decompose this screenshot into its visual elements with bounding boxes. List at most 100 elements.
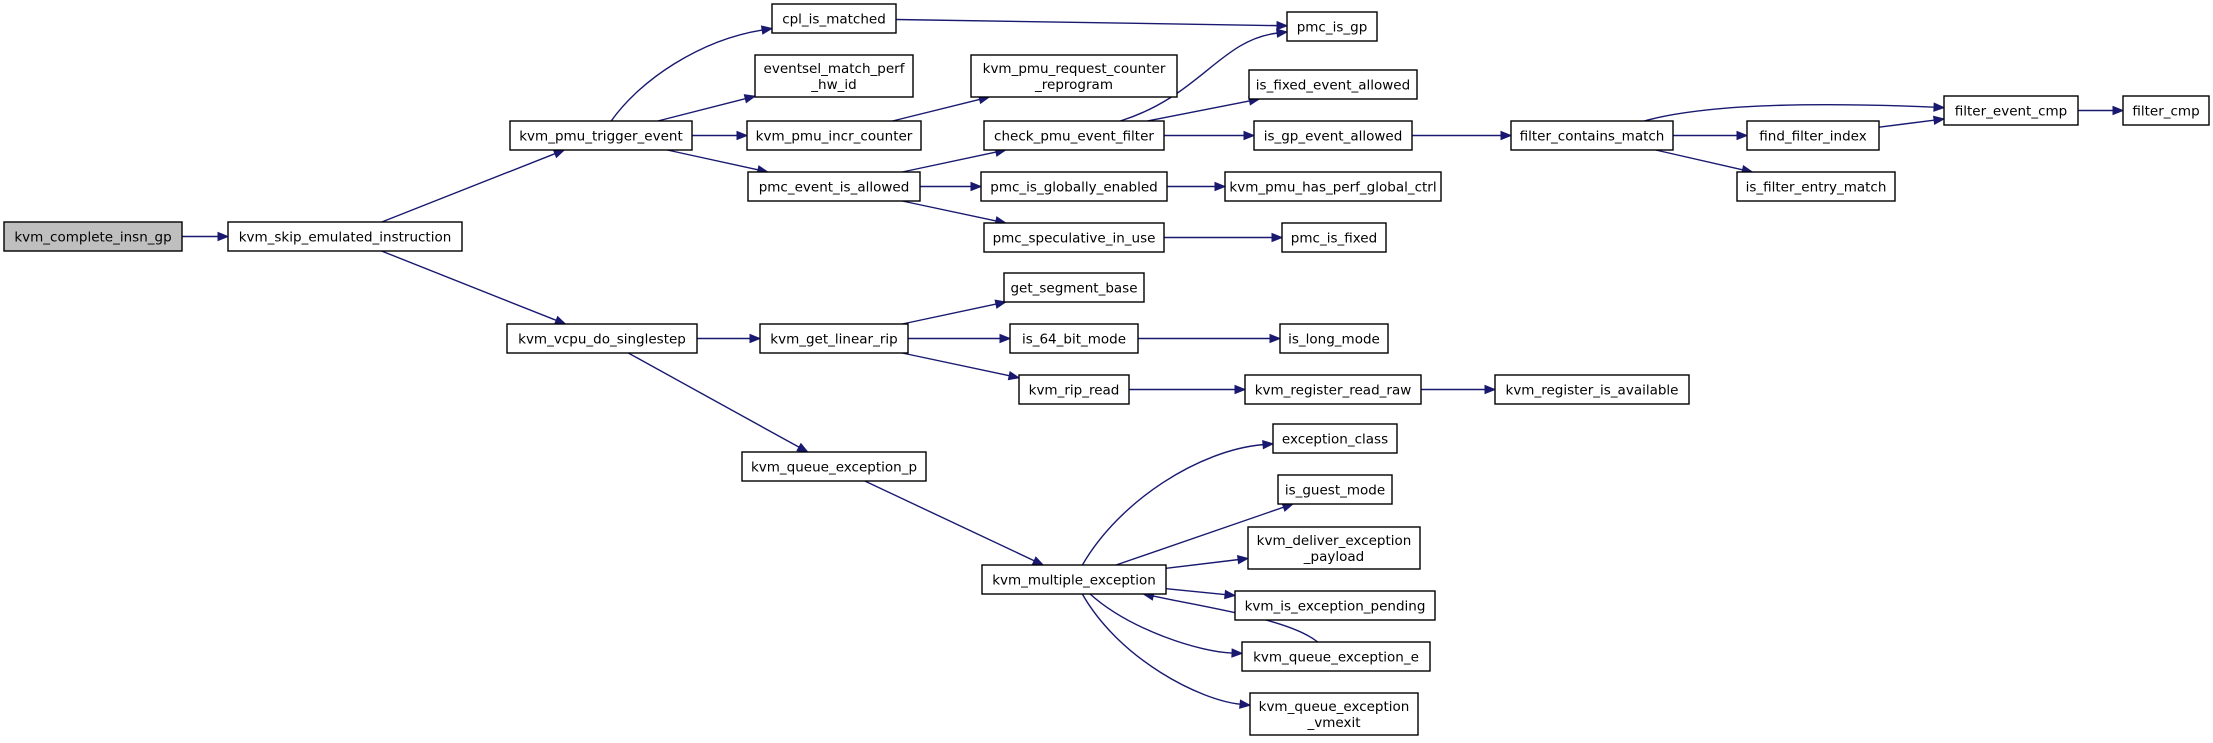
node-kvm_pmu_request_counter_reprogram[interactable]: kvm_pmu_request_counter_reprogram — [970, 54, 1178, 98]
node-box[interactable] — [506, 323, 698, 354]
edge-line — [1081, 443, 1264, 566]
node-kvm_complete_insn_gp[interactable]: kvm_complete_insn_gp — [3, 221, 183, 252]
node-label: kvm_queue_exception_e — [1253, 650, 1419, 666]
edge-line — [902, 200, 997, 222]
node-kvm_queue_exception_e[interactable]: kvm_queue_exception_e — [1241, 641, 1431, 672]
edge-kvm_vcpu_do_singlestep-to-kvm_get_linear_rip — [697, 333, 762, 344]
node-box[interactable] — [759, 323, 909, 354]
node-box[interactable] — [771, 3, 897, 34]
node-box[interactable] — [1241, 641, 1431, 672]
node-box[interactable] — [1244, 374, 1422, 405]
node-box[interactable] — [983, 222, 1165, 253]
node-box[interactable] — [1009, 323, 1139, 354]
node-box[interactable] — [1281, 222, 1387, 253]
node-label: _vmexit — [1307, 715, 1361, 731]
node-box[interactable] — [1247, 526, 1421, 570]
node-kvm_pmu_trigger_event[interactable]: kvm_pmu_trigger_event — [509, 120, 693, 151]
edge-line — [381, 250, 557, 321]
node-box[interactable] — [1494, 374, 1690, 405]
node-kvm_rip_read[interactable]: kvm_rip_read — [1018, 374, 1130, 405]
edge-line — [627, 352, 800, 448]
node-is_long_mode[interactable]: is_long_mode — [1279, 323, 1389, 354]
node-is_filter_entry_match[interactable]: is_filter_entry_match — [1736, 171, 1896, 202]
node-pmc_speculative_in_use[interactable]: pmc_speculative_in_use — [983, 222, 1165, 253]
node-box[interactable] — [1234, 590, 1436, 621]
edge-line — [1165, 587, 1226, 596]
node-box[interactable] — [1510, 120, 1674, 151]
node-kvm_skip_emulated_instruction[interactable]: kvm_skip_emulated_instruction — [227, 221, 463, 252]
node-label: eventsel_match_perf — [764, 61, 906, 77]
node-box[interactable] — [980, 171, 1168, 202]
edge-line — [1089, 593, 1233, 654]
node-box[interactable] — [981, 564, 1167, 595]
node-kvm_queue_exception_vmexit[interactable]: kvm_queue_exception_vmexit — [1249, 692, 1419, 736]
edge-kvm_vcpu_do_singlestep-to-kvm_queue_exception_p — [627, 352, 809, 453]
node-box[interactable] — [1249, 692, 1419, 736]
node-label: cpl_is_matched — [782, 12, 886, 28]
node-pmc_event_is_allowed[interactable]: pmc_event_is_allowed — [747, 171, 921, 202]
node-box[interactable] — [227, 221, 463, 252]
node-filter_cmp[interactable]: filter_cmp — [2122, 95, 2210, 126]
node-box[interactable] — [1286, 11, 1378, 42]
node-box[interactable] — [1279, 323, 1389, 354]
node-box[interactable] — [2122, 95, 2210, 126]
arrowhead-icon — [749, 333, 762, 344]
node-label: pmc_speculative_in_use — [993, 231, 1156, 247]
arrowhead-icon — [1276, 28, 1289, 38]
node-kvm_is_exception_pending[interactable]: kvm_is_exception_pending — [1234, 590, 1436, 621]
node-box[interactable] — [1018, 374, 1130, 405]
node-box[interactable] — [509, 120, 693, 151]
node-pmc_is_globally_enabled[interactable]: pmc_is_globally_enabled — [980, 171, 1168, 202]
node-kvm_queue_exception_p[interactable]: kvm_queue_exception_p — [741, 451, 927, 482]
edge-line — [902, 151, 997, 173]
node-box[interactable] — [1248, 69, 1418, 100]
node-box[interactable] — [1253, 120, 1413, 151]
node-kvm_register_read_raw[interactable]: kvm_register_read_raw — [1244, 374, 1422, 405]
node-box[interactable] — [1277, 474, 1393, 505]
node-box[interactable] — [1003, 272, 1145, 303]
node-find_filter_index[interactable]: find_filter_index — [1746, 120, 1880, 151]
node-box[interactable] — [747, 171, 921, 202]
node-is_gp_event_allowed[interactable]: is_gp_event_allowed — [1253, 120, 1413, 151]
arrowhead-icon — [1933, 102, 1946, 112]
node-pmc_is_fixed[interactable]: pmc_is_fixed — [1281, 222, 1387, 253]
node-label: filter_cmp — [2132, 104, 2199, 120]
node-is_guest_mode[interactable]: is_guest_mode — [1277, 474, 1393, 505]
node-box[interactable] — [746, 120, 922, 151]
edge-line — [667, 149, 759, 171]
node-box[interactable] — [741, 451, 927, 482]
node-box[interactable] — [1943, 95, 2079, 126]
node-label: exception_class — [1282, 432, 1388, 448]
node-kvm_get_linear_rip[interactable]: kvm_get_linear_rip — [759, 323, 909, 354]
node-box[interactable] — [1736, 171, 1896, 202]
node-cpl_is_matched[interactable]: cpl_is_matched — [771, 3, 897, 34]
node-box[interactable] — [1272, 423, 1398, 454]
node-box[interactable] — [1746, 120, 1880, 151]
node-pmc_is_gp[interactable]: pmc_is_gp — [1286, 11, 1378, 42]
node-label: filter_contains_match — [1520, 129, 1665, 145]
arrowhead-icon — [999, 333, 1012, 344]
node-kvm_pmu_has_perf_global_ctrl[interactable]: kvm_pmu_has_perf_global_ctrl — [1224, 171, 1442, 202]
node-filter_contains_match[interactable]: filter_contains_match — [1510, 120, 1674, 151]
node-kvm_vcpu_do_singlestep[interactable]: kvm_vcpu_do_singlestep — [506, 323, 698, 354]
node-exception_class[interactable]: exception_class — [1272, 423, 1398, 454]
node-label: kvm_queue_exception — [1259, 699, 1410, 715]
node-box[interactable] — [754, 54, 914, 98]
node-filter_event_cmp[interactable]: filter_event_cmp — [1943, 95, 2079, 126]
node-kvm_pmu_incr_counter[interactable]: kvm_pmu_incr_counter — [746, 120, 922, 151]
node-kvm_multiple_exception[interactable]: kvm_multiple_exception — [981, 564, 1167, 595]
edge-line — [1655, 149, 1743, 171]
node-is_64_bit_mode[interactable]: is_64_bit_mode — [1009, 323, 1139, 354]
node-box[interactable] — [970, 54, 1178, 98]
node-kvm_deliver_exception_payload[interactable]: kvm_deliver_exception_payload — [1247, 526, 1421, 570]
edge-line — [892, 98, 980, 122]
node-check_pmu_event_filter[interactable]: check_pmu_event_filter — [983, 120, 1165, 151]
node-box[interactable] — [3, 221, 183, 252]
node-box[interactable] — [983, 120, 1165, 151]
node-is_fixed_event_allowed[interactable]: is_fixed_event_allowed — [1248, 69, 1418, 100]
node-label: kvm_skip_emulated_instruction — [239, 230, 452, 246]
node-box[interactable] — [1224, 171, 1442, 202]
node-get_segment_base[interactable]: get_segment_base — [1003, 272, 1145, 303]
node-eventsel_match_perf_hw_id[interactable]: eventsel_match_perf_hw_id — [754, 54, 914, 98]
node-kvm_register_is_available[interactable]: kvm_register_is_available — [1494, 374, 1690, 405]
